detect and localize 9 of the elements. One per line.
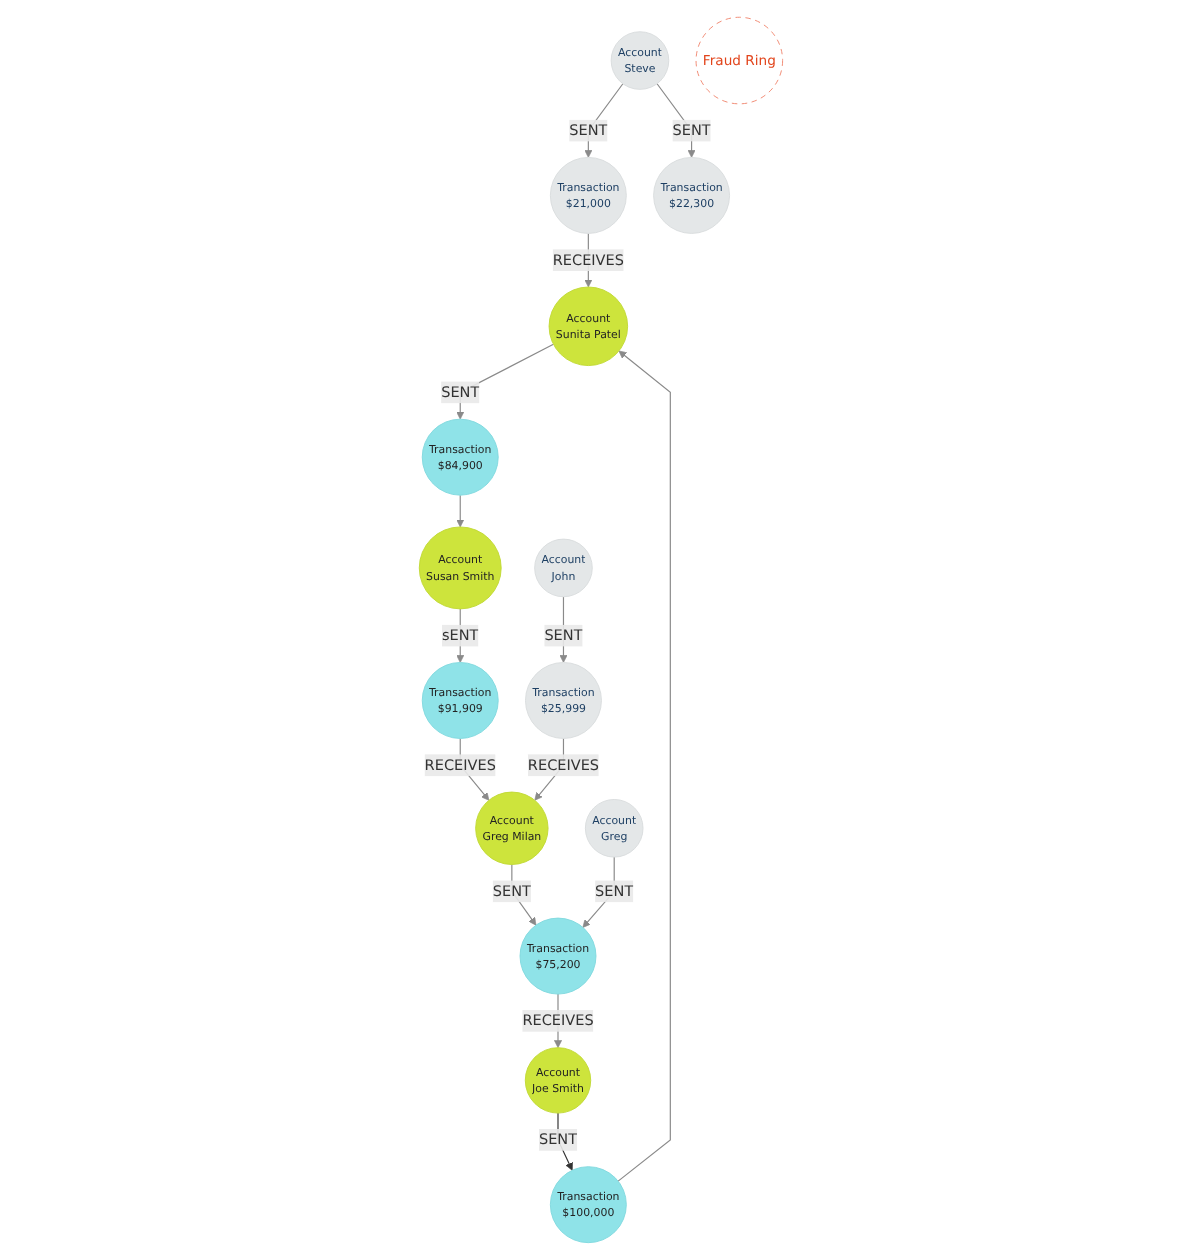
arrow (558, 596, 567, 663)
arrow (655, 83, 695, 158)
arrow (583, 83, 623, 158)
arrow (455, 343, 554, 420)
arrow (616, 350, 670, 1182)
arrow (455, 608, 464, 663)
arrow (581, 856, 614, 928)
arrow (455, 494, 464, 528)
arrow (556, 1112, 572, 1171)
